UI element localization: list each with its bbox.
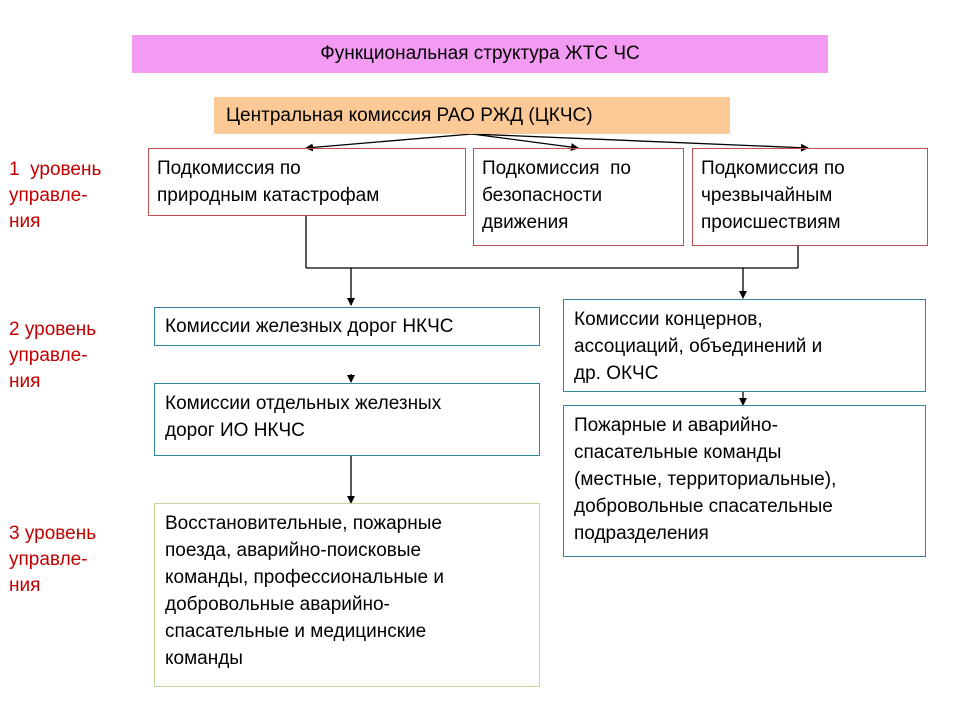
diagram-title: Функциональная структура ЖТС ЧС <box>132 35 828 73</box>
concerns-commissions-box: Комиссии концернов, ассоциаций, объедине… <box>563 299 926 392</box>
level-1-label: 1 уровень управле- ния <box>9 159 102 232</box>
subcommission-emergencies: Подкомиссия по чрезвычайным происшествия… <box>692 148 928 246</box>
level-2-label: 2 уровень управле- ния <box>9 319 97 392</box>
recovery-trains-box: Восстановительные, пожарные поезда, авар… <box>154 503 540 687</box>
arrow-central-to-sub2 <box>471 133 579 152</box>
subcommission-traffic-safety: Подкомиссия по безопасности движения <box>473 148 684 246</box>
subcommission-natural-disasters: Подкомиссия по природным катастрофам <box>148 148 466 216</box>
individual-railway-commissions-box: Комиссии отдельных железных дорог ИО НКЧ… <box>154 383 540 456</box>
railway-commissions-box: Комиссии железных дорог НКЧС <box>154 307 540 346</box>
level-3-label: 3 уровень управле- ния <box>9 523 97 596</box>
arrow-central-to-sub3 <box>471 133 809 152</box>
fire-rescue-teams-box: Пожарные и аварийно- спасательные команд… <box>563 405 926 557</box>
central-commission-box: Центральная комиссия РАО РЖД (ЦКЧС) <box>214 97 730 134</box>
arrow-central-to-sub1 <box>305 133 473 152</box>
